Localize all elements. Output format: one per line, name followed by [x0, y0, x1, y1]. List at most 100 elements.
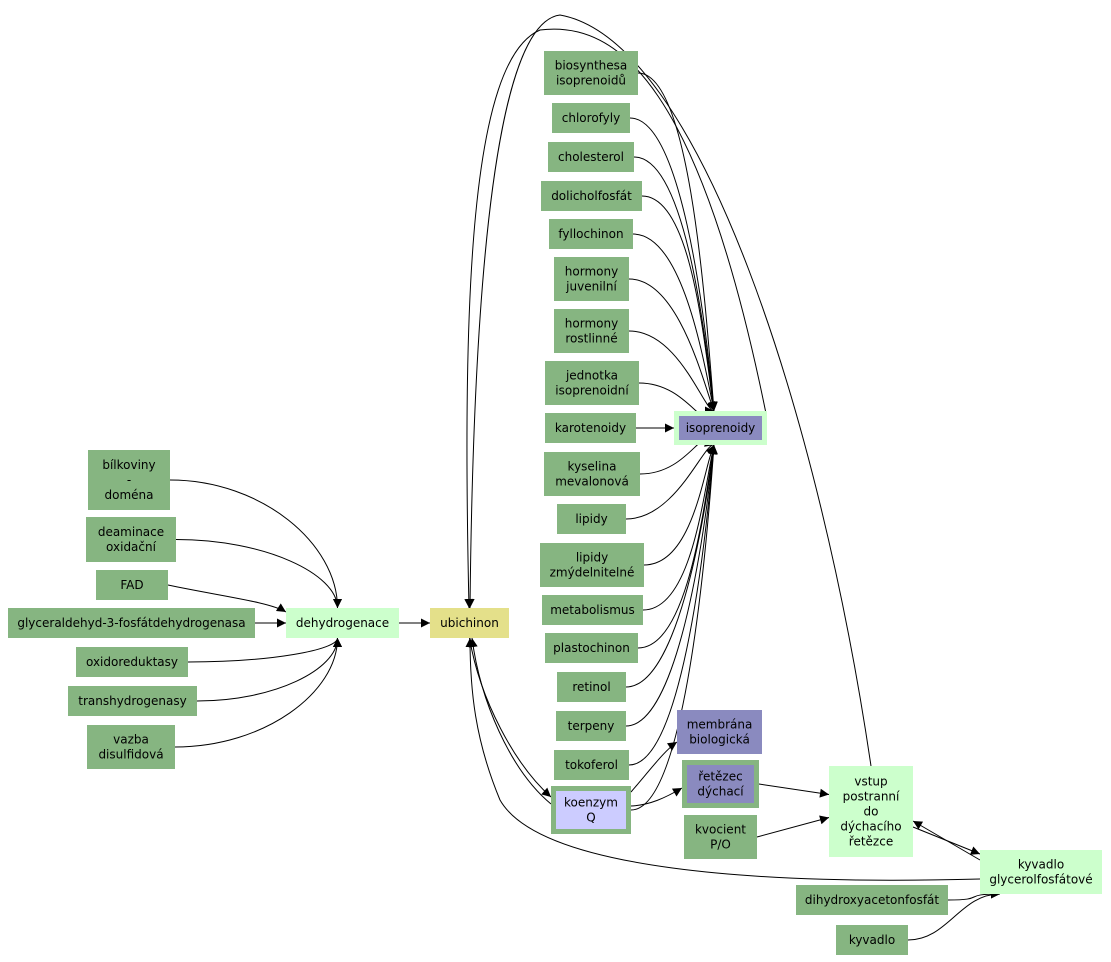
node-dehydrogenace: dehydrogenace	[286, 608, 399, 638]
node-label: oxidoreduktasy	[86, 655, 178, 669]
node-label: glycerolfosfátové	[989, 873, 1092, 887]
node-box	[86, 517, 176, 562]
node-label: P/O	[710, 838, 731, 852]
node-label: kyselina	[568, 460, 617, 474]
node-label: metabolismus	[550, 603, 635, 617]
node-box	[87, 725, 175, 769]
node-lipidy: lipidy	[557, 504, 626, 534]
node-box	[542, 595, 643, 625]
edge-kyvadlo-to-kyvadlo-glyc	[907, 889, 1001, 941]
node-transhydrogenasy: transhydrogenasy	[68, 686, 197, 716]
edge-koenzym-to-retezec	[630, 787, 683, 807]
node-cholesterol: cholesterol	[548, 142, 634, 172]
node-label: karotenoidy	[555, 421, 626, 435]
node-box	[556, 711, 626, 741]
node-box	[557, 672, 626, 702]
node-box	[286, 608, 399, 638]
node-box	[829, 766, 913, 857]
node-label: disulfidová	[98, 748, 163, 762]
edge-retezec-to-vstup	[758, 783, 830, 798]
node-box	[557, 504, 626, 534]
node-box	[540, 543, 644, 587]
node-box	[554, 257, 629, 301]
edge-bilkoviny-to-dehydrogenace	[169, 479, 342, 609]
edge-chlorofyly-to-isoprenoidy	[629, 117, 718, 412]
node-label: postranní	[843, 790, 900, 804]
node-label: bílkoviny	[102, 458, 155, 472]
node-dihydroxy: dihydroxyacetonfosfát	[796, 885, 948, 915]
node-label: biologická	[689, 733, 750, 747]
edge-fyllochinon-to-isoprenoidy	[632, 233, 717, 412]
edge-tokoferol-to-isoprenoidy	[628, 444, 718, 766]
node-label: isoprenoidy	[686, 421, 756, 435]
node-fyllochinon: fyllochinon	[549, 219, 633, 249]
edge-oxidoreduktasy-to-dehydrogenace	[187, 637, 342, 663]
node-label: mevalonová	[555, 475, 629, 489]
node-label: transhydrogenasy	[78, 694, 187, 708]
node-box	[552, 103, 630, 133]
edge-fad-to-dehydrogenace	[167, 584, 287, 613]
node-oxidoreduktasy: oxidoreduktasy	[76, 647, 188, 677]
node-label: -	[127, 473, 131, 487]
node-label: zmýdelnitelné	[550, 566, 635, 580]
node-label: dolicholfosfát	[551, 189, 632, 203]
node-label: do	[864, 805, 879, 819]
node-label: rostlinné	[565, 332, 617, 346]
node-label: kyvadlo	[1018, 858, 1064, 872]
node-label: Q	[586, 811, 595, 825]
node-label: jednotka	[565, 369, 618, 383]
node-box	[556, 791, 626, 829]
node-box	[68, 686, 197, 716]
node-label: retinol	[572, 680, 610, 694]
node-label: hormony	[565, 317, 618, 331]
node-label: lipidy	[576, 551, 608, 565]
node-label: biosynthesa	[555, 59, 628, 73]
node-label: ubichinon	[440, 616, 499, 630]
node-fad: FAD	[96, 570, 168, 600]
node-label: isoprenoidní	[555, 384, 629, 398]
node-label: glyceraldehyd-3-fosfátdehydrogenasa	[17, 616, 245, 630]
node-box	[548, 142, 634, 172]
node-box	[8, 608, 255, 638]
edge-hormony-juv-to-isoprenoidy	[628, 278, 715, 412]
node-label: vazba	[113, 733, 149, 747]
node-label: kvocient	[695, 823, 746, 837]
node-label: cholesterol	[558, 150, 624, 164]
edge-ubichinon-to-koenzym	[469, 637, 552, 798]
node-label: isoprenoidů	[556, 74, 626, 88]
edge-hormony-rost-to-isoprenoidy	[628, 330, 715, 416]
edge-lipidy-zm-to-isoprenoidy	[643, 444, 715, 566]
node-label: vstup	[854, 775, 887, 789]
node-box	[684, 815, 757, 859]
node-isoprenoidy: isoprenoidy	[674, 411, 767, 445]
node-box	[549, 219, 633, 249]
node-label: hormony	[565, 265, 618, 279]
node-label: dehydrogenace	[296, 616, 389, 630]
edge-kyvadlo-glyc-to-vstup	[912, 820, 981, 861]
edge-vazba-to-dehydrogenace	[174, 637, 342, 748]
node-box	[544, 452, 640, 496]
node-label: fyllochinon	[558, 227, 623, 241]
node-label: kyvadlo	[849, 933, 895, 947]
node-retinol: retinol	[557, 672, 626, 702]
edges-layer	[167, 14, 1001, 941]
node-label: chlorofyly	[562, 111, 620, 125]
edge-isoprenoidy-to-ubichinon	[464, 28, 766, 609]
node-ubichinon: ubichinon	[430, 608, 509, 638]
node-label: plastochinon	[553, 641, 630, 655]
node-box	[545, 633, 638, 663]
edge-terpeny-to-isoprenoidy	[625, 444, 718, 727]
edge-koenzym-to-ubichinon	[468, 637, 552, 805]
node-box	[544, 51, 638, 95]
node-box	[679, 416, 762, 440]
node-bilkoviny: bílkoviny-doména	[88, 450, 170, 510]
